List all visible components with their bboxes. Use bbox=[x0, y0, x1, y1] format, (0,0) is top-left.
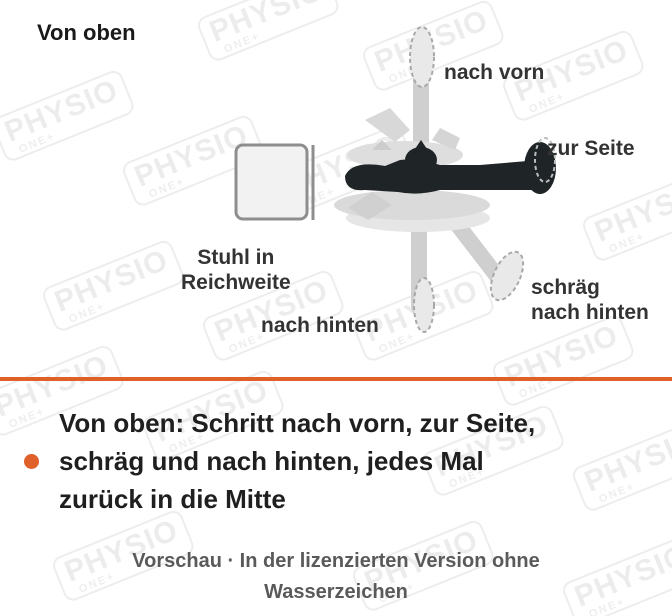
preview-notice-line: Vorschau · In der lizenzierten Version o… bbox=[132, 550, 540, 572]
bullet-dot bbox=[24, 454, 39, 469]
label-diagonal-line1: schräg bbox=[531, 276, 600, 299]
preview-notice-line: Wasserzeichen bbox=[264, 581, 408, 603]
label-diagonal-line2: nach hinten bbox=[531, 301, 649, 324]
caption-line: Von oben: Schritt nach vorn, zur Seite, bbox=[59, 408, 536, 438]
label-diagonal: schräg nach hinten bbox=[531, 275, 649, 325]
label-backward: nach hinten bbox=[261, 314, 379, 337]
diagram-heading: Von oben bbox=[37, 20, 136, 45]
ghost-leg-backward bbox=[411, 215, 435, 333]
label-forward: nach vorn bbox=[444, 61, 545, 84]
ghost-bodies bbox=[334, 108, 490, 232]
top-view-illustration bbox=[234, 26, 556, 333]
label-chair-line1: Stuhl in bbox=[197, 246, 275, 269]
accent-divider bbox=[0, 377, 672, 381]
preview-notice: Vorschau · In der lizenzierten Version o… bbox=[0, 546, 672, 608]
caption-text: Von oben: Schritt nach vorn, zur Seite, … bbox=[59, 404, 649, 518]
label-chair-line2: Reichweite bbox=[181, 271, 291, 294]
label-side: zur Seite bbox=[547, 137, 635, 160]
chair bbox=[234, 143, 315, 221]
caption-line: schräg und nach hinten, jedes Mal bbox=[59, 446, 484, 476]
dark-figure bbox=[345, 137, 556, 194]
label-chair: Stuhl in Reichweite bbox=[181, 245, 291, 295]
caption-line: zurück in die Mitte bbox=[59, 484, 286, 514]
